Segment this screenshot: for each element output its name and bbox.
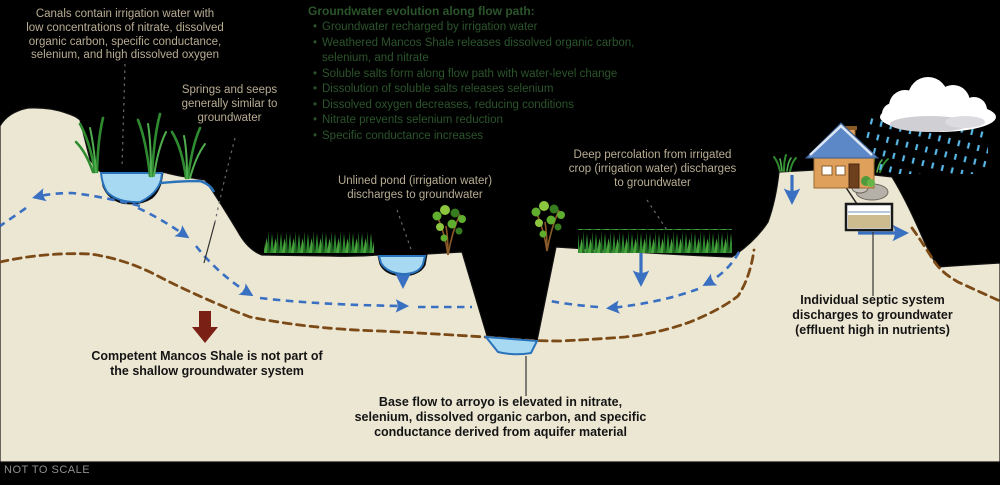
- stream-line: [152, 179, 216, 193]
- label-base-flow: Base flow to arroyo is elevated in nitra…: [354, 395, 647, 439]
- flow-path-right-2: [605, 287, 699, 314]
- notes-item: •Nitrate prevents selenium reduction: [308, 113, 680, 129]
- rain-cloud-icon: [880, 77, 996, 132]
- canal-water: [99, 172, 164, 204]
- reeds: [74, 112, 206, 180]
- bullet-icon: •: [312, 114, 318, 126]
- pond-water: [377, 255, 427, 276]
- house-icon: [804, 122, 880, 189]
- leader-canals: [121, 63, 126, 169]
- grass-left-terrace: [264, 232, 374, 255]
- leader-house-tank: [844, 185, 858, 205]
- shale-contact-left: [0, 248, 756, 343]
- flow-path-main-3: [259, 296, 410, 313]
- bush-right: [531, 201, 565, 252]
- leader-springs-solid: [203, 221, 216, 264]
- septic-tank: [844, 202, 894, 232]
- notes-title: Groundwater evolution along flow path:: [308, 4, 535, 18]
- bush-left: [432, 205, 466, 256]
- groundwater-evolution-notes: Groundwater evolution along flow path: •…: [308, 4, 680, 144]
- notes-item: •Weathered Mancos Shale releases dissolv…: [308, 36, 680, 67]
- scale-note: NOT TO SCALE: [4, 464, 91, 476]
- bullet-icon: •: [312, 67, 318, 80]
- flow-path-main-2: [194, 245, 254, 297]
- notes-item: •Dissolved oxygen decreases, reducing co…: [308, 98, 680, 114]
- flow-path-right-3: [549, 299, 599, 309]
- flow-path-right-1: [702, 251, 741, 286]
- flow-path-left-tail: [0, 206, 27, 228]
- leader-lines: [121, 63, 874, 396]
- flow-path-left-branch: [32, 188, 141, 208]
- notes-item: •Dissolution of soluble salts releases s…: [308, 82, 680, 98]
- bullet-icon: •: [312, 21, 318, 33]
- flow-path-main-1: [137, 206, 190, 239]
- mancos-arrow: [192, 311, 218, 343]
- label-competent-mancos-shale: Competent Mancos Shale is not part of th…: [91, 349, 323, 378]
- arroyo-water: [483, 335, 539, 356]
- notes-item: •Soluble salts form along flow path with…: [308, 67, 680, 83]
- notes-item: •Groundwater recharged by irrigation wat…: [308, 20, 680, 36]
- groundwater-flow-paths: [0, 188, 741, 314]
- grass-right-terrace: [578, 229, 732, 254]
- label-springs-seeps: Springs and seeps generally similar to g…: [181, 84, 278, 124]
- label-canals: Canals contain irrigation water with low…: [26, 8, 224, 62]
- label-septic-system: Individual septic system discharges to g…: [792, 293, 953, 337]
- bullet-icon: •: [312, 98, 318, 111]
- bullet-icon: •: [312, 36, 318, 49]
- notes-list: •Groundwater recharged by irrigation wat…: [308, 20, 680, 144]
- notes-item: •Specific conductance increases: [308, 129, 680, 145]
- bullet-icon: •: [312, 129, 318, 142]
- leader-springs-dotted: [214, 137, 236, 223]
- shale-contact-right: [910, 226, 1000, 303]
- leader-pond: [396, 209, 413, 253]
- label-unlined-pond: Unlined pond (irrigation water) discharg…: [337, 175, 493, 201]
- bullet-icon: •: [312, 83, 318, 95]
- label-deep-percolation: Deep percolation from irrigated crop (ir…: [568, 149, 737, 189]
